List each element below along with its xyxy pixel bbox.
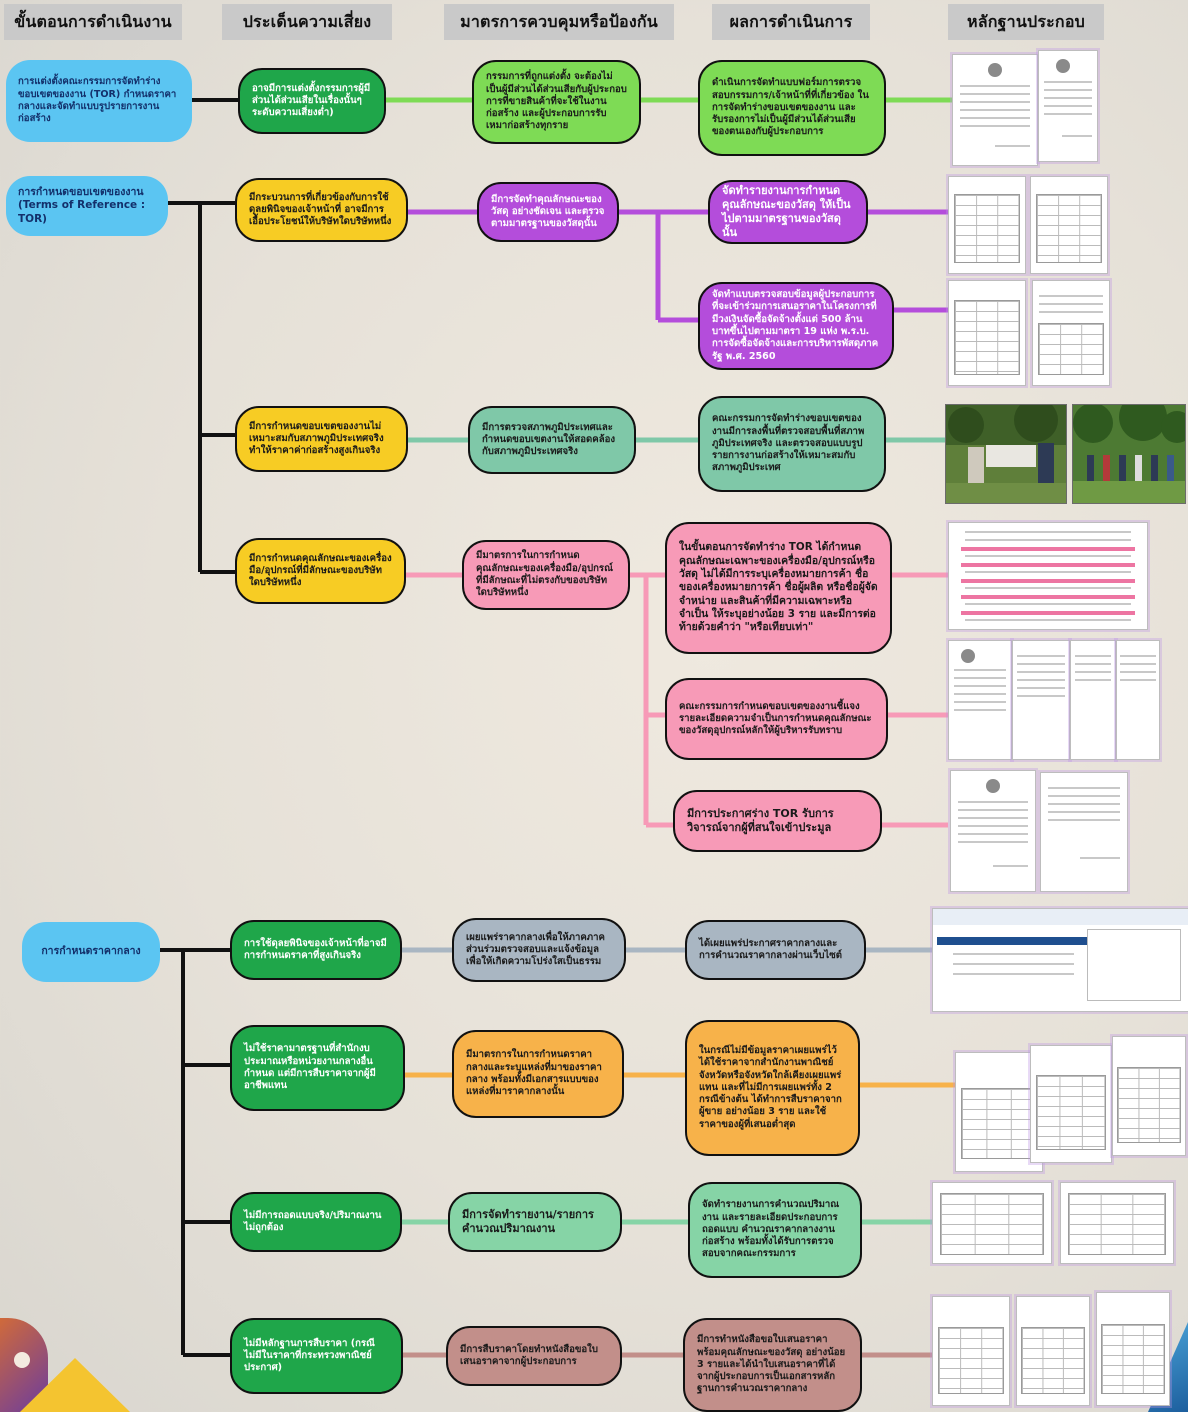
evidence-doc-material-1 (948, 176, 1026, 274)
risk-equipment-spec: มีการกำหนดคุณลักษณะของเครื่องมือ/อุปกรณ์… (235, 538, 406, 604)
evidence-doc-price-1 (955, 1052, 1043, 1172)
corner-decoration-triangle (20, 1358, 130, 1412)
result-material-report: จัดทำรายงานการกำหนดคุณลักษณะของวัสดุ ให้… (708, 180, 868, 244)
risk-price-discretion: การใช้ดุลยพินิจของเจ้าหน้าที่อาจมีการกำห… (230, 920, 402, 980)
header-results: ผลการดำเนินการ (712, 4, 870, 40)
evidence-doc-committee-2 (1038, 50, 1098, 162)
evidence-doc-explain-3 (1070, 640, 1116, 760)
risk-no-price-evidence: ไม่มีหลักฐานการสืบราคา (กรณีไม่มีในราคาท… (230, 1318, 403, 1394)
evidence-doc-quantity-1 (932, 1182, 1052, 1264)
control-price-source: มีมาตรการในการกำหนดราคากลางและระบุแหล่งท… (452, 1030, 624, 1118)
evidence-doc-price-3 (1112, 1036, 1186, 1156)
control-publish-price: เผยแพร่ราคากลางเพื่อให้ภาคภาคส่วนร่วมตรว… (452, 918, 626, 982)
evidence-doc-quotation-3 (1096, 1292, 1170, 1406)
evidence-doc-contractor-1 (948, 280, 1026, 386)
header-evidence: หลักฐานประกอบ (948, 4, 1104, 40)
control-quotation-request: มีการสืบราคาโดยทำหนังสือขอใบเสนอราคาจากผ… (446, 1326, 622, 1386)
evidence-doc-quotation-2 (1016, 1296, 1090, 1406)
stage-committee-appointment: การแต่งตั้งคณะกรรมการจัดทำร่างขอบเขตของง… (6, 60, 192, 142)
risk-quantity-takeoff: ไม่มีการถอดแบบจริง/ปริมาณงานไม่ถูกต้อง (230, 1192, 402, 1252)
corner-decoration-dot (14, 1352, 30, 1368)
evidence-doc-material-2 (1030, 176, 1108, 274)
control-quantity-report: มีการจัดทำรายงาน/รายการคำนวณปริมาณงาน (448, 1192, 622, 1252)
result-quotation-letters: มีการทำหนังสือขอใบเสนอราคาพร้อมคุณลักษณะ… (683, 1318, 862, 1412)
evidence-doc-contractor-2 (1032, 280, 1110, 386)
evidence-website-screenshot (932, 908, 1188, 1012)
result-tor-no-brand: ในขั้นตอนการจัดทำร่าง TOR ได้กำหนดคุณลัก… (665, 522, 892, 654)
result-conflict-form: ดำเนินการจัดทำแบบฟอร์มการตรวจสอบกรรมการ/… (698, 60, 886, 156)
result-explain-to-executives: คณะกรรมการกำหนดขอบเขตของงานชี้แจงรายละเอ… (665, 678, 888, 760)
evidence-photo-site-1 (945, 404, 1067, 504)
control-equipment-spec: มีมาตรการในการกำหนดคุณลักษณะของเครื่องมื… (462, 540, 630, 610)
risk-non-standard-price: ไม่ใช้ราคามาตรฐานที่สำนักงบประมาณหรือหน่… (230, 1025, 405, 1111)
evidence-doc-announce-2 (1040, 772, 1128, 892)
header-controls: มาตรการควบคุมหรือป้องกัน (444, 4, 674, 40)
stage-tor-scope: การกำหนดขอบเขตของงาน (Terms of Reference… (6, 176, 168, 236)
result-tor-public-hearing: มีการประกาศร่าง TOR รับการวิจารณ์จากผู้ท… (673, 790, 882, 852)
control-terrain-survey: มีการตรวจสภาพภูมิประเทศและกำหนดขอบเขตงาน… (468, 406, 636, 474)
evidence-doc-committee-1 (952, 54, 1038, 166)
evidence-doc-explain-1 (948, 640, 1012, 760)
risk-discretion-favoritism: มีกระบวนการที่เกี่ยวข้องกับการใช้ดุลยพิน… (235, 178, 408, 242)
evidence-doc-price-2 (1030, 1045, 1112, 1163)
evidence-doc-explain-2 (1012, 640, 1070, 760)
result-price-website: ได้เผยแพร่ประกาศราคากลางและการคำนวณราคาก… (685, 920, 866, 980)
evidence-doc-quantity-2 (1060, 1182, 1174, 1264)
evidence-doc-announce-1 (950, 770, 1036, 892)
evidence-doc-tor-spec (948, 522, 1148, 630)
stage-reference-price: การกำหนดราคากลาง (22, 922, 160, 982)
header-steps: ขั้นตอนการดำเนินงาน (4, 4, 182, 40)
evidence-doc-quotation-1 (932, 1296, 1010, 1406)
result-contractor-check: จัดทำแบบตรวจสอบข้อมูลผู้ประกอบการที่จะเข… (698, 282, 894, 370)
risk-conflict-of-interest: อาจมีการแต่งตั้งกรรมการผู้มีส่วนได้ส่วนเ… (238, 68, 386, 134)
result-site-inspection: คณะกรรมการจัดทำร่างขอบเขตของงานมีการลงพื… (698, 396, 886, 492)
evidence-photo-site-2 (1072, 404, 1186, 504)
result-quantity-calc: จัดทำรายงานการคำนวณปริมาณงาน และรายละเอี… (688, 1182, 862, 1278)
control-committee-independence: กรรมการที่ถูกแต่งตั้ง จะต้องไม่เป็นผู้มี… (472, 60, 641, 144)
result-provincial-price: ในกรณีไม่มีข้อมูลราคาเผยแพร่ไว้ ได้ใช้รา… (685, 1020, 860, 1156)
control-material-spec: มีการจัดทำคุณลักษณะของวัสดุ อย่างชัดเจน … (477, 182, 619, 242)
header-risks: ประเด็นความเสี่ยง (222, 4, 392, 40)
risk-scope-terrain: มีการกำหนดขอบเขตของงานไม่เหมาะสมกับสภาพภ… (235, 406, 408, 472)
evidence-doc-explain-4 (1116, 640, 1160, 760)
